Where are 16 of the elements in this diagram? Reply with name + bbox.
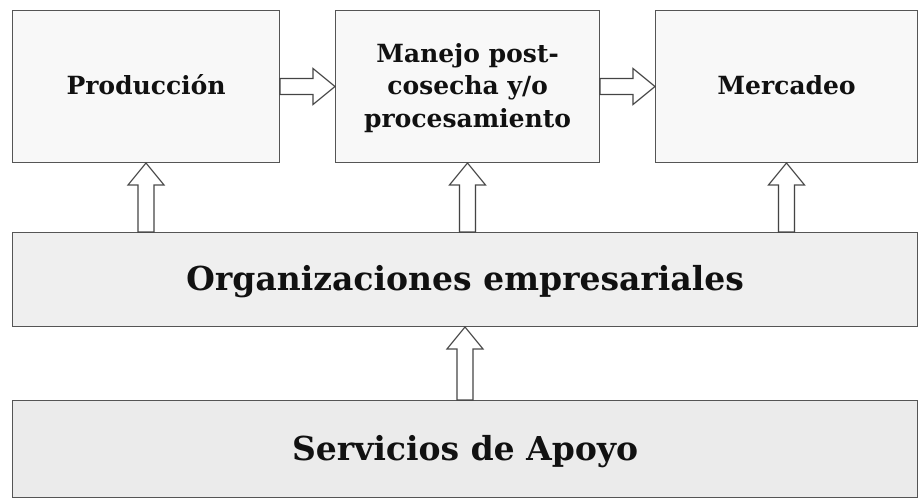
block-arrow [767, 162, 806, 233]
box-label: Producción [66, 70, 226, 102]
box-label: Mercadeo [717, 70, 856, 102]
process-box [12, 232, 918, 327]
process-box [12, 400, 918, 498]
box-label: Organizaciones empresariales [186, 258, 744, 300]
process-box [655, 10, 918, 163]
process-box [335, 10, 600, 163]
block-arrow [446, 326, 484, 401]
block-arrow [448, 162, 487, 233]
box-label: Servicios de Apoyo [292, 428, 638, 470]
block-arrow [126, 162, 166, 233]
box-label: Manejo post-cosecha y/o procesamiento [363, 38, 572, 135]
block-arrow [599, 67, 656, 106]
block-arrow [279, 67, 336, 106]
process-box [12, 10, 280, 163]
